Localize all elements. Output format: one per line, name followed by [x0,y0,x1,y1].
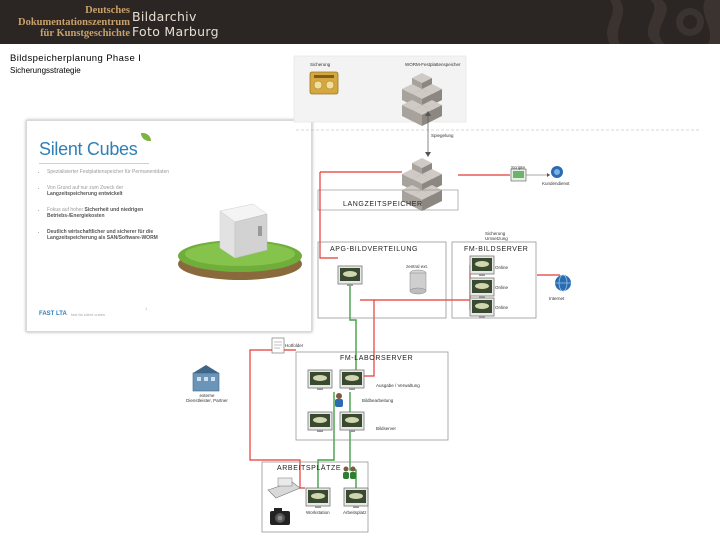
label-ausgabe: Ausgabe / Verwaltung [376,383,420,388]
ornament-pattern [607,0,720,44]
fmlabor-section [192,337,449,441]
camera-icon [270,508,290,525]
label-bildserver-labor: Bildserver [376,426,397,431]
slide-rule [39,163,149,164]
partner-building-icon [192,365,220,392]
logo: Deutsches Dokumentationszentrum für Kuns… [10,5,130,40]
scanner-icon [267,477,301,499]
title-fm-laborserver: FM-LABORSERVER [340,355,414,362]
page-title: Bildspeicherplanung Phase I [10,53,142,64]
apg-monitor-icon [337,265,363,287]
script-monitor-icon [510,168,527,182]
logo-line-1: Deutsches [85,5,130,16]
internet-globe-icon [555,274,571,292]
logo-line-2: Dokumentationszentrum [18,16,130,28]
label-spiegelung: Spiegelung [431,133,454,138]
workstation-monitor-1 [305,487,331,509]
archive-name: Bildarchiv Foto Marburg [132,9,219,39]
label-online-3: Online [495,305,509,310]
labor-monitor-4 [339,411,365,433]
label-online-2: Online [495,285,509,290]
labor-monitor-1 [307,369,333,391]
slide-bullet: Fokus auf hoher Sicherheit und niedrigen… [47,207,172,220]
label-arbeitsplatz: Arbeitsplatz [343,510,367,515]
top-section [293,55,700,157]
slide-footer-brand: FAST LTA [39,311,67,317]
labor-monitor-3 [307,411,333,433]
label-zentral: zentral ext. [406,264,429,269]
label-online-1: Online [495,265,509,270]
workstation-monitor-2 [343,487,369,509]
slide-page-number: 1 [145,306,148,311]
slide-bullets: Spezialisierter Festplattenspeicher für … [37,169,172,251]
label-scripte: Scripte [511,165,526,170]
fmbild-monitor-3 [469,297,495,319]
title-fm-bildserver: FM-BILDSERVER [464,246,529,253]
title-arbeitsplaetze: ARBEITSPLÄTZE [277,465,342,472]
label-internet: Internet [549,296,565,301]
slide-bullet: Von Grund auf nur zum Zweck der Langzeit… [47,185,172,198]
label-sicherung: Sicherung [310,62,331,67]
apg-box [317,241,447,319]
slide-brand: Silent Cubes [39,139,138,159]
title-apg-bildverteilung: APG-BILDVERTEILUNG [330,246,419,253]
label-hotfolder: Hotfolder [285,343,304,348]
page-header: Deutsches Dokumentationszentrum für Kuns… [0,0,720,44]
langzeit-box [317,189,459,211]
slide-bullet: Spezialisierter Festplattenspeicher für … [47,169,172,176]
leaf-icon [141,133,151,141]
database-icon [409,269,427,295]
title-langzeitspeicher: LANGZEITSPEICHER [343,201,423,208]
label-worm: WORM-Festplattenspeicher [405,62,461,67]
label-sicherung-umsetzung: Sicherung Umsetzung [485,231,508,241]
red-lines [249,171,560,489]
label-workstation: Workstation [306,510,330,515]
logo-line-3: für Kunstgeschichte [40,28,130,39]
persons-icon [343,466,356,479]
label-externe: externe Dienstleister, Partner [186,393,228,403]
labor-monitor-2 [339,369,365,391]
fmbild-section [451,241,571,319]
arbeit-section [261,461,369,533]
langzeit-section [317,158,563,211]
cube-on-grass-image [178,203,302,280]
page-subtitle: Sicherungsstrategie [10,66,81,75]
slide-bullet: Deutlich wirtschaftlicher und sicherer f… [47,229,172,242]
customer-service-icon [551,166,563,178]
person-icon [335,393,343,407]
archive-name-line-1: Bildarchiv [132,9,197,24]
label-kundendienst: Kundendienst [542,181,570,186]
backup-device-icon [309,71,339,95]
fmlabor-box [295,351,449,441]
fmbild-monitor-2 [469,277,495,299]
label-bildbearbeitung: Bildbearbeitung [362,398,394,403]
slide-footer-text: fast lta silent cubes [71,312,106,317]
apg-section [317,241,447,319]
archive-name-line-2: Foto Marburg [132,24,219,39]
fmbild-box [451,241,537,319]
fmbild-monitor-1 [469,255,495,277]
hotfolder-document-icon [271,337,285,354]
silent-cubes-slide: Silent Cubes Spezialisierter Festplatten… [26,120,312,332]
